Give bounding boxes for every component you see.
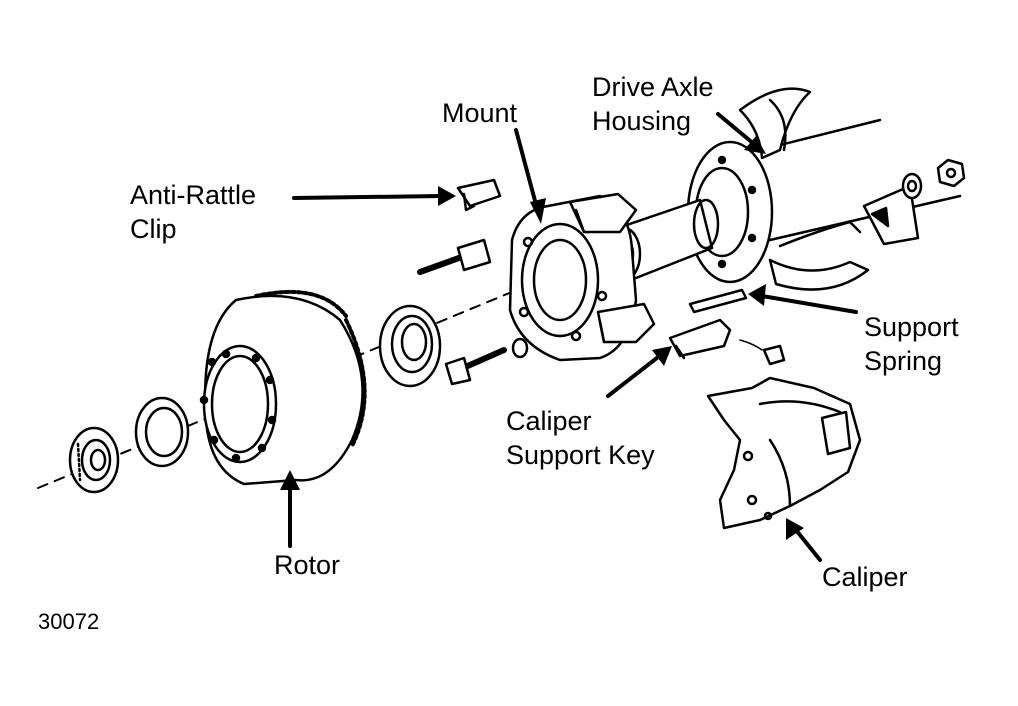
figure-number: 30072 — [38, 609, 100, 634]
mount-anchor-plate — [508, 192, 656, 362]
anti-rattle-clip-label-line1: Anti-Rattle — [130, 180, 257, 210]
mounting-bolts — [417, 238, 529, 386]
arrowheads — [280, 136, 804, 540]
outer-wheel-bearing — [378, 304, 442, 388]
caliper-support-key-label-line2: Support Key — [506, 440, 655, 470]
caliper-label: Caliper — [822, 562, 908, 592]
rotor-part — [199, 289, 367, 486]
caliper-support-key-part — [668, 318, 786, 366]
center-axis-line — [37, 209, 711, 489]
drive-axle-housing — [686, 87, 962, 291]
support-spring-label-line2: Spring — [864, 346, 943, 376]
drive-axle-housing-label-line2: Housing — [592, 106, 692, 136]
anti-rattle-clip-label-line2: Clip — [130, 214, 177, 244]
caliper-support-key-label-line1: Caliper — [506, 406, 592, 436]
inner-bearing-race — [134, 396, 190, 468]
drive-axle-housing-label-line1: Drive Axle — [592, 72, 714, 102]
caliper-part — [706, 376, 862, 530]
support-spring-label-line1: Support — [864, 312, 959, 342]
washer-and-nut — [901, 158, 966, 200]
anti-rattle-clip-part — [456, 178, 502, 212]
support-spring-part — [688, 288, 748, 314]
inner-wheel-bearing — [68, 426, 120, 494]
mount-label: Mount — [442, 98, 518, 128]
leader-arrows — [288, 112, 858, 562]
rotor-label: Rotor — [274, 550, 341, 580]
